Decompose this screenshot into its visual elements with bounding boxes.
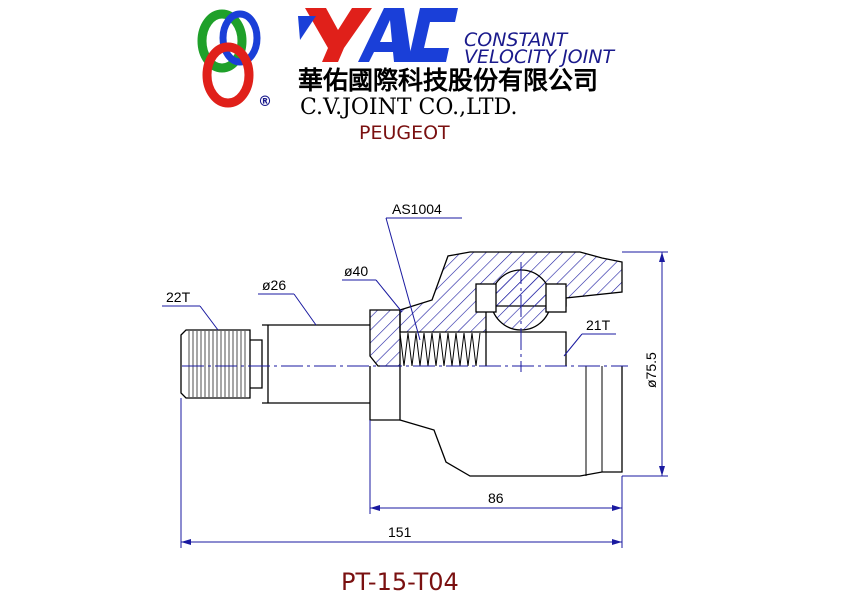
needle-bearing-right — [545, 283, 567, 313]
vehicle-make: PEUGEOT — [359, 122, 450, 144]
logo-wordmark — [298, 8, 458, 62]
leader-22t — [199, 305, 219, 331]
abs-ring-teeth — [399, 332, 481, 367]
housing-bore — [485, 331, 567, 366]
outer-spline — [180, 329, 251, 399]
logo-ring-red — [202, 42, 254, 108]
logo-ring-green — [197, 9, 247, 73]
label-d40: ø40 — [344, 263, 368, 279]
shaft-stem — [262, 324, 370, 404]
housing-groove — [585, 366, 603, 476]
company-name-english: C.V.JOINT CO.,LTD. — [300, 95, 517, 120]
label-as1004: AS1004 — [392, 201, 442, 217]
shaft-neck — [250, 339, 263, 389]
part-number: PT-15-T04 — [341, 568, 459, 596]
cv-joint-drawing: 22T ø26 AS1004 ø40 21T ø75.5 86 151 — [162, 201, 668, 548]
product-line-1: CONSTANT — [464, 29, 569, 51]
leader-d40 — [375, 279, 403, 313]
seal-ring-section — [369, 309, 401, 367]
product-line-2: VELOCITY JOINT — [464, 46, 615, 68]
logo-ring-blue — [219, 10, 261, 66]
leader-as1004 — [385, 217, 421, 341]
needle-bearing-left — [475, 283, 497, 313]
label-21t: 21T — [586, 317, 611, 333]
label-86: 86 — [488, 490, 504, 506]
leader-d26 — [293, 293, 317, 326]
label-151: 151 — [388, 524, 412, 540]
housing-outline — [399, 366, 623, 477]
brand-logo: ® — [197, 9, 272, 110]
registered-mark: ® — [258, 94, 272, 110]
label-d26: ø26 — [262, 277, 286, 293]
label-22t: 22T — [166, 289, 191, 305]
seal-ring-lower — [369, 366, 400, 421]
label-d75: ø75.5 — [643, 352, 659, 388]
company-name-chinese: 華佑國際科技股份有限公司 — [298, 66, 598, 95]
leader-21t — [563, 333, 583, 357]
